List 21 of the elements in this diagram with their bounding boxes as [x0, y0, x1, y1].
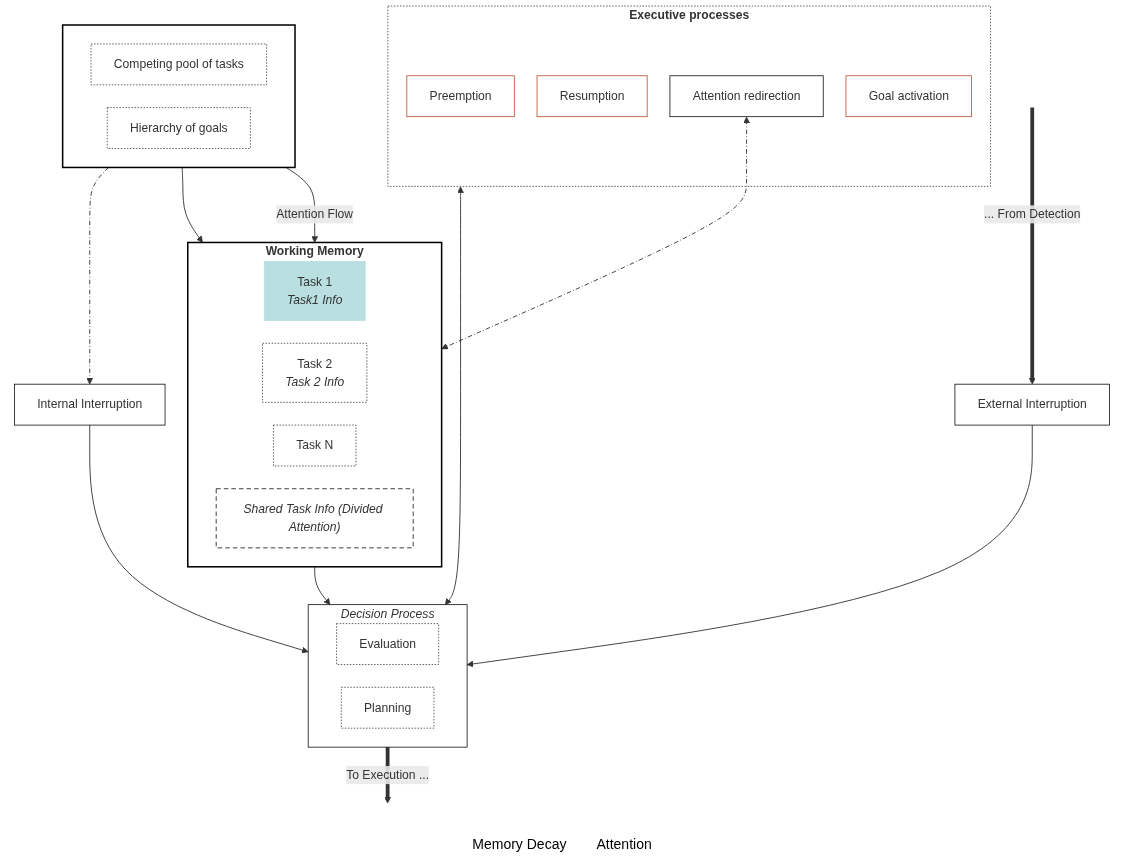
edge-label: ... From Detection	[984, 207, 1081, 221]
node-box: Planning	[340, 686, 435, 729]
node-box: Shared Task Info (Divided Attention)	[215, 488, 414, 549]
cluster	[61, 24, 296, 169]
note-label: Attention	[596, 836, 652, 852]
note-label: Memory Decay	[472, 836, 567, 852]
node-box: Attention redirection	[669, 75, 824, 118]
node-box: Internal Interruption	[14, 383, 166, 426]
node-box: External Interruption	[954, 383, 1110, 426]
node-box: Task N	[273, 424, 357, 467]
edge-label: To Execution ...	[346, 768, 430, 782]
node-box: Hierarchy of goals	[106, 107, 251, 149]
node-box: Competing pool of tasks	[90, 43, 267, 86]
arrow	[1028, 107, 1036, 385]
edge-label: Attention Flow	[276, 207, 354, 221]
node-box: Evaluation	[336, 623, 440, 665]
node-box: Task 1 Task1 Info	[263, 261, 366, 321]
node-box: Preemption	[406, 75, 515, 118]
node-box: Resumption	[536, 75, 648, 118]
node-box: Goal activation	[845, 75, 972, 118]
node-box: Task 2 Task 2 Info	[262, 342, 368, 403]
